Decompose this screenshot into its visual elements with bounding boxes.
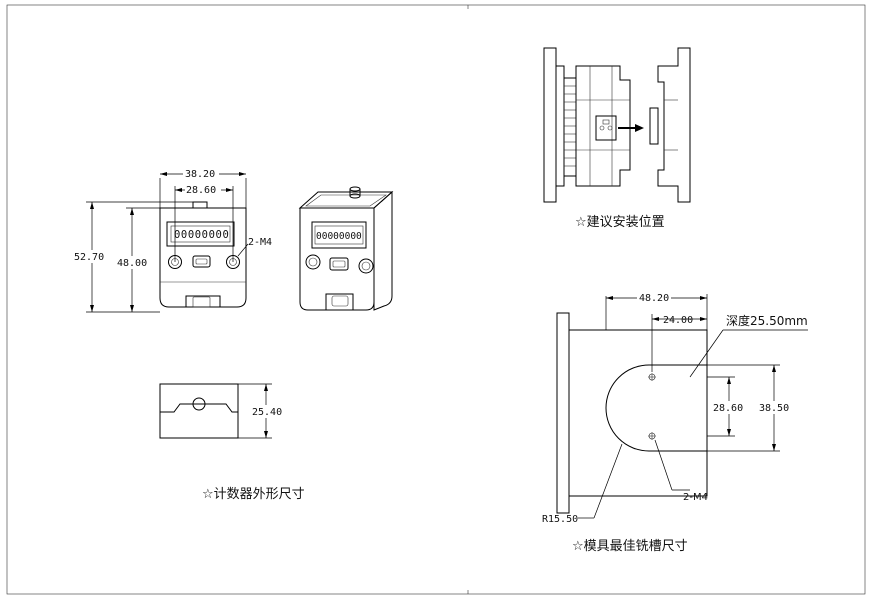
dim-groove-center: 24.00 bbox=[663, 315, 693, 326]
dim-width-holes: 28.60 bbox=[186, 185, 216, 196]
dim-width-overall: 38.20 bbox=[185, 169, 215, 180]
counter-front-view: 00000000 2-M4 38.20 28.60 52.70 bbox=[72, 167, 272, 313]
groove-depth-note: 深度25.50mm bbox=[726, 313, 808, 328]
dim-groove-hole-spacing: 28.60 bbox=[713, 403, 743, 414]
counter-side-view: 25.40 bbox=[159, 383, 284, 439]
dim-height-overall: 52.70 bbox=[74, 252, 104, 263]
install-position-view bbox=[543, 47, 691, 203]
caption-install: ☆建议安装位置 bbox=[575, 215, 665, 230]
iso-display-digits: 00000000 bbox=[316, 231, 362, 242]
dim-depth: 25.40 bbox=[252, 407, 282, 418]
groove-view: 48.20 24.00 深度25.50mm 28.60 38.50 2-M4 R… bbox=[542, 291, 808, 525]
dim-height-body: 48.00 bbox=[117, 258, 147, 269]
front-display-digits: 00000000 bbox=[174, 229, 229, 241]
dim-groove-height: 38.50 bbox=[759, 403, 789, 414]
caption-groove: ☆模具最佳铣槽尺寸 bbox=[572, 539, 688, 554]
groove-hole-label: 2-M4 bbox=[683, 492, 708, 503]
sheet-border bbox=[6, 4, 866, 595]
dim-groove-width: 48.20 bbox=[639, 293, 669, 304]
caption-outline: ☆计数器外形尺寸 bbox=[202, 487, 305, 502]
dim-groove-radius: R15.50 bbox=[542, 514, 578, 525]
counter-iso-view: 00000000 bbox=[298, 186, 394, 311]
front-hole-label: 2-M4 bbox=[248, 237, 272, 248]
